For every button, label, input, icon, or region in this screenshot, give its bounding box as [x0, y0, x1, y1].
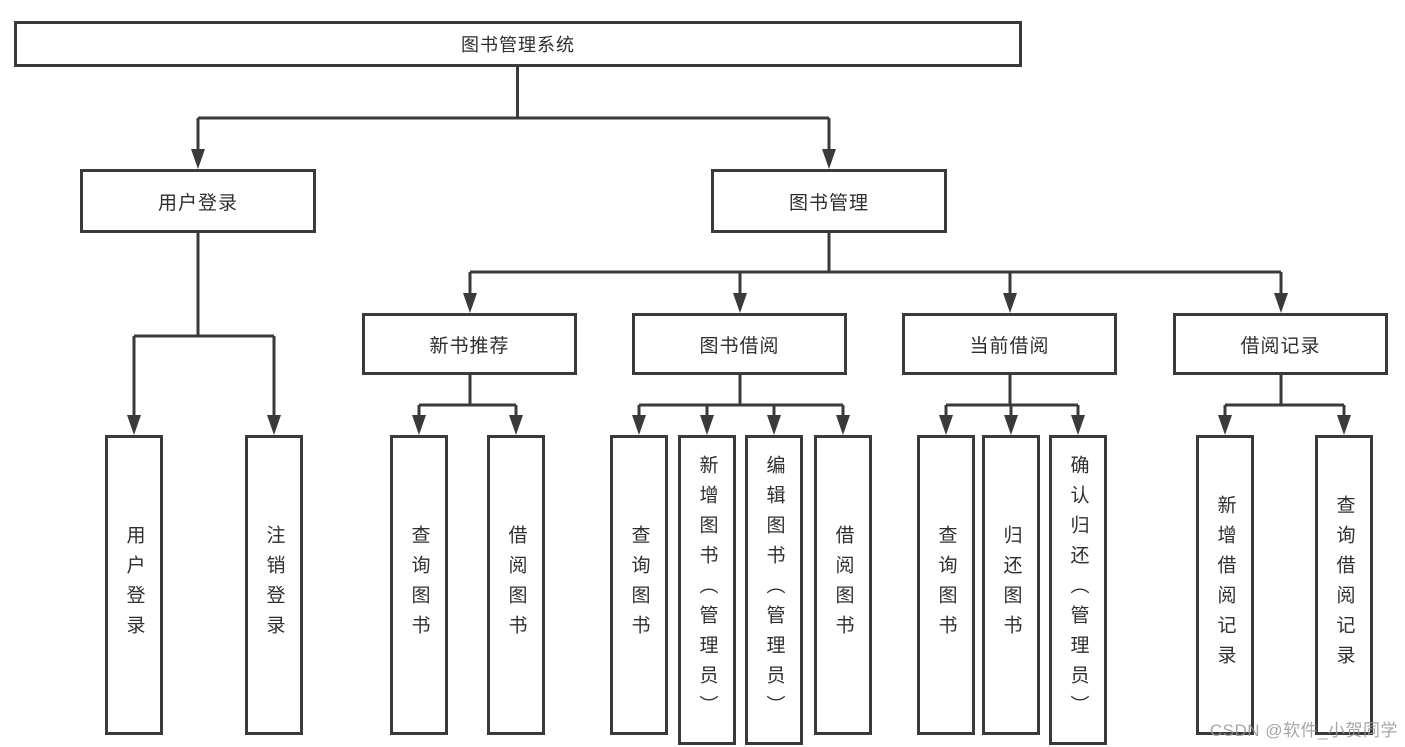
leaf-return-books: 归还图书: [982, 435, 1040, 735]
connector-book-borrow-to-leaves: [637, 375, 845, 420]
leaf-query-books-borrow-label: 查询图书: [628, 525, 650, 645]
connector-book-mgmt-to-level3: [468, 233, 1283, 298]
connector-root-to-level2: [196, 67, 831, 154]
node-new-book-recommend: 新书推荐: [362, 313, 577, 375]
node-borrow-records-label: 借阅记录: [1240, 335, 1321, 357]
connector-current-borrow-to-leaves: [944, 375, 1080, 420]
leaf-query-books-current-label: 查询图书: [935, 525, 957, 645]
node-new-book-recommend-label: 新书推荐: [429, 335, 510, 357]
leaf-logout-label: 注销登录: [263, 525, 285, 645]
node-current-borrow-label: 当前借阅: [969, 335, 1050, 357]
leaf-query-books-recommend-label: 查询图书: [408, 525, 430, 645]
leaf-confirm-return-admin-label: 确认归还（管理员）: [1067, 455, 1089, 725]
node-current-borrow: 当前借阅: [902, 313, 1117, 375]
leaf-query-books-recommend: 查询图书: [390, 435, 448, 735]
leaf-edit-books-admin: 编辑图书（管理员）: [745, 435, 803, 745]
leaf-query-borrow-record-label: 查询借阅记录: [1333, 495, 1355, 675]
leaf-add-borrow-record: 新增借阅记录: [1196, 435, 1254, 735]
leaf-query-books-current: 查询图书: [917, 435, 975, 735]
leaf-user-login: 用户登录: [105, 435, 163, 735]
leaf-return-books-label: 归还图书: [1000, 525, 1022, 645]
node-book-management-label: 图书管理: [788, 192, 869, 214]
node-book-borrow: 图书借阅: [632, 313, 847, 375]
leaf-query-borrow-record: 查询借阅记录: [1315, 435, 1373, 735]
node-book-management: 图书管理: [711, 169, 947, 233]
leaf-borrow-books-recommend-label: 借阅图书: [505, 525, 527, 645]
leaf-edit-books-admin-label: 编辑图书（管理员）: [763, 455, 785, 725]
node-root: 图书管理系统: [14, 21, 1022, 67]
leaf-add-books-admin-label: 新增图书（管理员）: [696, 455, 718, 725]
watermark: CSDN @软件_小贺同学: [1209, 721, 1398, 740]
node-user-login: 用户登录: [80, 169, 316, 233]
leaf-borrow-books-recommend: 借阅图书: [487, 435, 545, 735]
leaf-add-books-admin: 新增图书（管理员）: [678, 435, 736, 745]
node-borrow-records: 借阅记录: [1173, 313, 1388, 375]
leaf-borrow-books: 借阅图书: [814, 435, 872, 735]
leaf-borrow-books-label: 借阅图书: [832, 525, 854, 645]
leaf-add-borrow-record-label: 新增借阅记录: [1214, 495, 1236, 675]
connector-new-books-to-leaves: [417, 375, 518, 420]
leaf-logout: 注销登录: [245, 435, 303, 735]
node-book-borrow-label: 图书借阅: [699, 335, 780, 357]
connector-user-login-to-leaves: [132, 233, 276, 420]
leaf-confirm-return-admin: 确认归还（管理员）: [1049, 435, 1107, 745]
leaf-query-books-borrow: 查询图书: [610, 435, 668, 735]
leaf-user-login-label: 用户登录: [123, 525, 145, 645]
node-user-login-label: 用户登录: [157, 192, 238, 214]
node-root-label: 图书管理系统: [461, 35, 575, 55]
connector-records-to-leaves: [1223, 375, 1346, 420]
